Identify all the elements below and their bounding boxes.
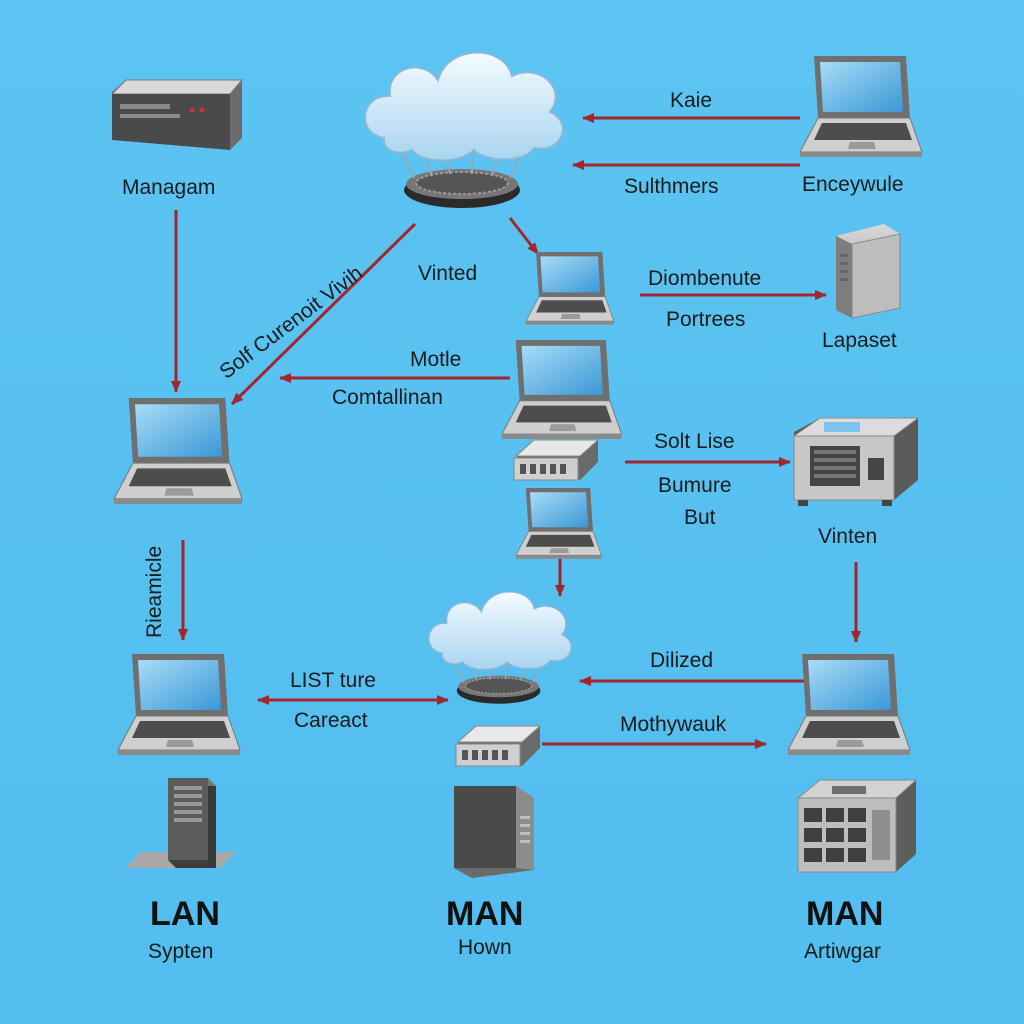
rack-server-icon bbox=[792, 417, 920, 506]
connection-arrows bbox=[171, 113, 861, 749]
footer-title-right: MAN bbox=[806, 895, 884, 933]
tower-server-icon bbox=[836, 224, 901, 319]
laptop-icon bbox=[501, 339, 623, 440]
label-lapaset: Lapaset bbox=[822, 329, 897, 352]
label-dilized: Dilized bbox=[650, 649, 714, 672]
label-vinten: Vinten bbox=[818, 525, 878, 548]
laptop-icon bbox=[787, 653, 911, 756]
label-portrees: Portrees bbox=[666, 308, 746, 331]
label-diombenute: Diombenute bbox=[648, 267, 762, 290]
label-managam: Managam bbox=[122, 176, 216, 199]
label-careact: Careact bbox=[294, 709, 368, 732]
label-bumure: Bumure bbox=[658, 474, 732, 497]
label-enceywule: Enceywule bbox=[802, 173, 904, 196]
label-sulthmers: Sulthmers bbox=[624, 175, 719, 198]
label-but: But bbox=[684, 506, 716, 529]
footer-title-left: LAN bbox=[150, 895, 220, 933]
laptop-icon bbox=[799, 55, 923, 158]
footer-sub-right: Artiwgar bbox=[804, 940, 882, 963]
footer-sub-center: Hown bbox=[458, 936, 512, 959]
tower-server-icon bbox=[126, 778, 236, 868]
label-rieamicle: Rieamicle bbox=[143, 545, 166, 638]
footer-title-center: MAN bbox=[446, 895, 524, 933]
label-vinted: Vinted bbox=[418, 262, 478, 285]
label-motle: Motle bbox=[410, 348, 462, 371]
laptop-icon bbox=[525, 251, 615, 326]
laptop-icon bbox=[515, 487, 602, 560]
router-icon bbox=[455, 725, 541, 767]
tower-server-icon bbox=[454, 786, 534, 878]
label-kaie: Kaie bbox=[670, 89, 713, 112]
label-list-ture: LIST ture bbox=[290, 669, 376, 692]
footer-sub-left: Sypten bbox=[148, 940, 214, 963]
rack-server-icon bbox=[796, 779, 918, 873]
network-appliance-icon bbox=[110, 79, 244, 150]
label-mothywauk: Mothywauk bbox=[620, 713, 727, 736]
cloud-icon bbox=[428, 591, 572, 705]
laptop-icon bbox=[113, 397, 243, 505]
label-comtallinan: Comtallinan bbox=[332, 386, 443, 409]
cloud-icon bbox=[364, 51, 564, 209]
router-icon bbox=[513, 439, 599, 481]
label-solt-lise: Solt Lise bbox=[654, 430, 735, 453]
laptop-icon bbox=[117, 653, 241, 756]
